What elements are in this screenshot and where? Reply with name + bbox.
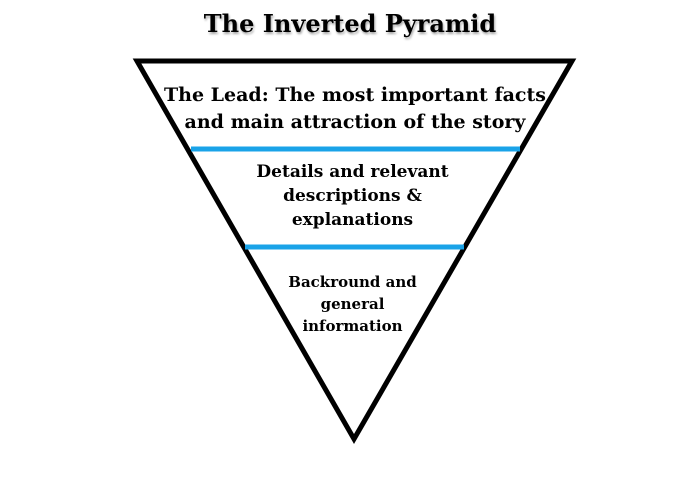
tier-background-text: Backround and general information <box>288 273 417 335</box>
pyramid-outline <box>132 58 577 445</box>
diagram-title: The Inverted Pyramid <box>203 9 497 38</box>
tier-lead-text: The Lead: The most important facts and m… <box>164 84 546 133</box>
tier-details-text: Details and relevant descriptions & expl… <box>256 162 449 230</box>
